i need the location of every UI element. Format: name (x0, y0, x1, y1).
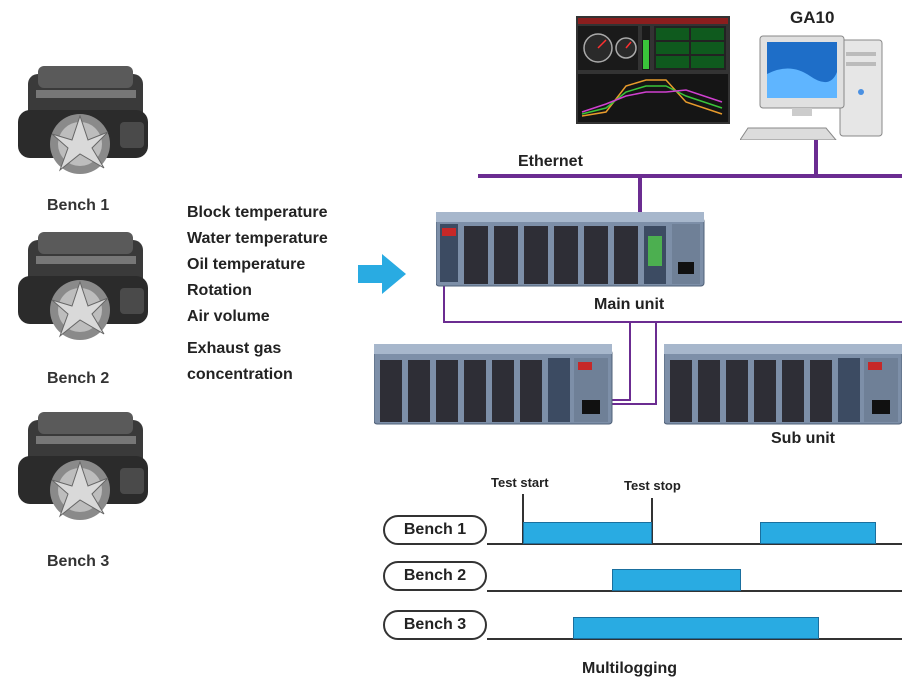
main-unit-device (436, 212, 705, 287)
logging-bar (612, 569, 741, 591)
timeline-axis (487, 590, 902, 592)
logging-bar (523, 522, 652, 544)
measurement-item: concentration (187, 366, 293, 383)
logging-bar (573, 617, 819, 639)
test-start-marker (522, 494, 524, 544)
engine-image (18, 66, 148, 174)
bench-2-label: Bench 2 (47, 370, 110, 387)
timeline-row-label: Bench 2 (383, 561, 487, 591)
measurement-item: Air volume (187, 308, 270, 325)
bench-3-label: Bench 3 (47, 553, 110, 570)
ethernet-label: Ethernet (518, 153, 583, 170)
measurement-item: Oil temperature (187, 256, 306, 273)
measurement-item: Exhaust gas (187, 340, 282, 357)
timeline-axis (487, 543, 902, 545)
pc-computer-icon (740, 35, 883, 140)
test-start-label: Test start (491, 475, 549, 490)
measurement-item: Block temperature (187, 204, 328, 221)
measurement-item: Rotation (187, 282, 252, 299)
sub-unit-device (664, 344, 902, 425)
multilogging-caption: Multilogging (582, 660, 678, 677)
software-screenshot-image (576, 16, 730, 124)
bench-1-label: Bench 1 (47, 197, 110, 214)
engine-image (18, 412, 148, 520)
measurement-item: Water temperature (187, 230, 328, 247)
timeline-row-label: Bench 3 (383, 610, 487, 640)
software-label: GA10 (790, 8, 835, 27)
test-stop-marker (651, 498, 653, 544)
sub-unit-device (374, 344, 613, 425)
logging-bar (760, 522, 876, 544)
timeline-row-label: Bench 1 (383, 515, 487, 545)
test-stop-label: Test stop (624, 478, 681, 493)
engine-image (18, 232, 148, 340)
data-flow-arrow-icon (358, 254, 406, 294)
timeline-axis (487, 638, 902, 640)
sub-unit-label: Sub unit (771, 430, 835, 447)
main-unit-label: Main unit (594, 296, 665, 313)
